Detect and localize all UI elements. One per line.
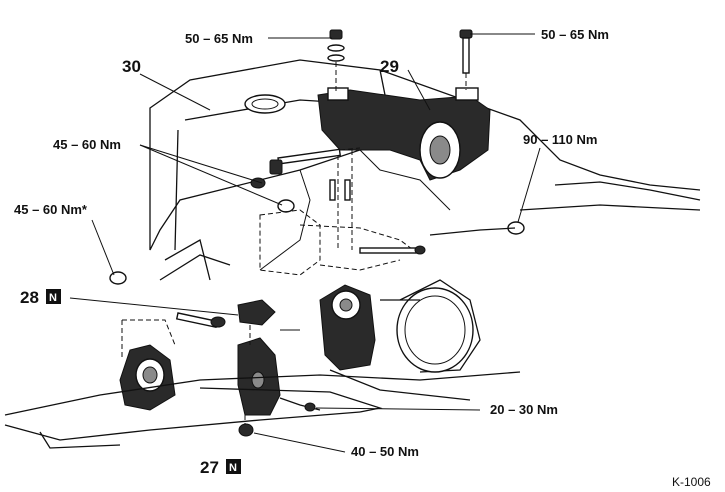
torque-label-top-right: 50 – 65 Nm [541,27,609,42]
lower-mount [237,299,281,425]
top-nut-stack [327,29,345,92]
engine-block [149,59,701,281]
part-label-28: 28 [20,288,39,307]
lower-nut [238,423,254,437]
right-nut [359,221,525,255]
dashed-outline-bracket [259,209,421,276]
upper-mount-bracket [317,87,491,181]
part-label-30: 30 [122,57,141,76]
torque-label-top-left: 50 – 65 Nm [185,31,253,46]
center-mount [319,284,376,371]
torque-label-right: 90 – 110 Nm [523,132,597,147]
left-bolt [109,254,231,329]
left-mount [119,319,176,411]
svg-text:N: N [49,292,57,304]
through-bolt-upper [269,147,361,250]
torque-label-left-star: 45 – 60 Nm* [14,202,88,217]
part-label-29: 29 [380,57,399,76]
leader-lines [69,33,541,453]
reference-code: K-1006 [672,475,711,489]
badge-28: N [46,289,61,304]
torque-label-lower-right: 20 – 30 Nm [490,402,558,417]
top-bolt [459,29,473,90]
part-label-27: 27 [200,458,219,477]
torque-label-upper-left: 45 – 60 Nm [53,137,121,152]
torque-label-bottom: 40 – 50 Nm [351,444,419,459]
badge-27: N [226,459,241,474]
crossmember-frame [4,371,521,449]
svg-text:N: N [229,462,237,474]
